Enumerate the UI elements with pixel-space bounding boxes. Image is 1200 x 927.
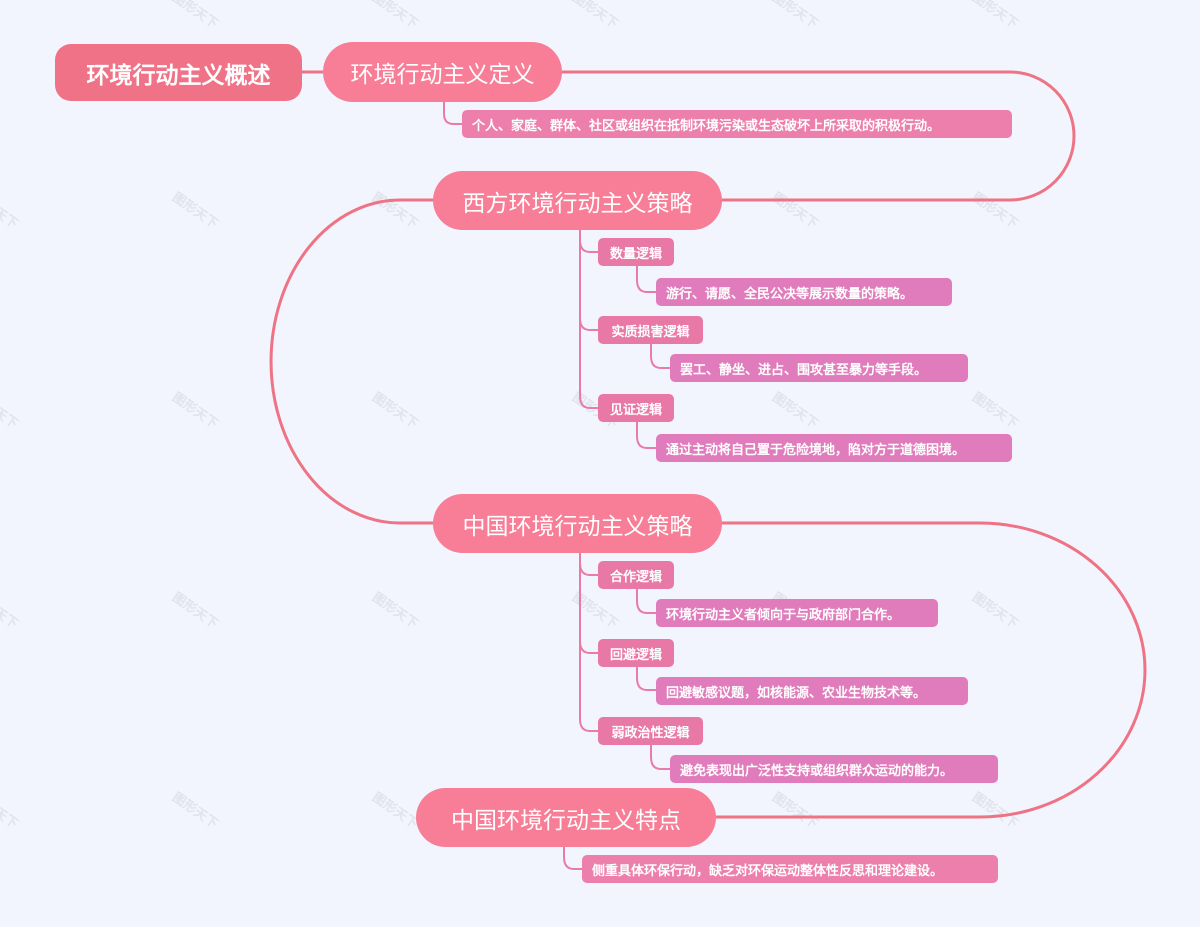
connector-sub bbox=[579, 230, 598, 331]
connector-leaf bbox=[650, 745, 670, 770]
leaf-quantity-logic[interactable]: 游行、请愿、全民公决等展示数量的策略。 bbox=[656, 278, 952, 306]
leaf-avoidance-logic[interactable]: 回避敏感议题，如核能源、农业生物技术等。 bbox=[656, 677, 968, 705]
leaf-material-damage-logic[interactable]: 罢工、静坐、进占、围攻甚至暴力等手段。 bbox=[670, 354, 968, 382]
leaf-label: 环境行动主义者倾向于与政府部门合作。 bbox=[666, 607, 901, 623]
connector-chinese-features bbox=[716, 521, 1147, 819]
connector-leaf bbox=[636, 589, 656, 614]
leaf-label: 个人、家庭、群体、社区或组织在抵制环境污染或生态破坏上所采取的积极行动。 bbox=[472, 118, 941, 134]
sub-avoidance-logic[interactable]: 回避逻辑 bbox=[598, 639, 674, 667]
sub-connectors bbox=[443, 101, 670, 870]
leaf-label: 游行、请愿、全民公决等展示数量的策略。 bbox=[666, 286, 914, 302]
connector-definition-leaf bbox=[443, 101, 462, 125]
leaf-definition[interactable]: 个人、家庭、群体、社区或组织在抵制环境污染或生态破坏上所采取的积极行动。 bbox=[462, 110, 1012, 138]
leaf-label: 回避敏感议题，如核能源、农业生物技术等。 bbox=[666, 685, 927, 701]
connector-leaf bbox=[636, 266, 656, 293]
sub-weak-political-logic[interactable]: 弱政治性逻辑 bbox=[598, 717, 703, 745]
leaf-weak-political-logic[interactable]: 避免表现出广泛性支持或组织群众运动的能力。 bbox=[670, 755, 998, 783]
leaf-witness-logic[interactable]: 通过主动将自己置于危险境地，陷对方于道德困境。 bbox=[656, 434, 1012, 462]
connector-western-chinese bbox=[269, 198, 433, 525]
sub-label: 见证逻辑 bbox=[609, 402, 662, 418]
leaf-chinese-features[interactable]: 侧重具体环保行动，缺乏对环保运动整体性反思和理论建设。 bbox=[582, 855, 998, 883]
leaf-cooperation-logic[interactable]: 环境行动主义者倾向于与政府部门合作。 bbox=[656, 599, 938, 627]
branch-label: 中国环境行动主义特点 bbox=[451, 807, 681, 834]
branch-western-strategies[interactable]: 西方环境行动主义策略 bbox=[433, 171, 722, 230]
root-label: 环境行动主义概述 bbox=[86, 61, 271, 89]
branch-label: 西方环境行动主义策略 bbox=[462, 190, 693, 217]
connector-leaf bbox=[636, 667, 656, 691]
sub-label: 合作逻辑 bbox=[609, 569, 662, 585]
sub-cooperation-logic[interactable]: 合作逻辑 bbox=[598, 561, 674, 589]
leaf-label: 通过主动将自己置于危险境地，陷对方于道德困境。 bbox=[666, 442, 966, 458]
connector-sub bbox=[579, 230, 598, 409]
connector-sub bbox=[579, 553, 598, 576]
connector-features-leaf bbox=[563, 847, 582, 870]
branch-chinese-features[interactable]: 中国环境行动主义特点 bbox=[416, 788, 716, 847]
branch-label: 中国环境行动主义策略 bbox=[462, 513, 693, 540]
sub-witness-logic[interactable]: 见证逻辑 bbox=[598, 394, 674, 422]
main-connectors bbox=[269, 70, 1147, 819]
connector-definition-western bbox=[562, 70, 1076, 202]
sub-label: 数量逻辑 bbox=[609, 246, 662, 262]
connector-sub bbox=[579, 230, 598, 253]
root-node[interactable]: 环境行动主义概述 bbox=[55, 44, 302, 101]
leaf-label: 侧重具体环保行动，缺乏对环保运动整体性反思和理论建设。 bbox=[592, 863, 944, 879]
branch-chinese-strategies[interactable]: 中国环境行动主义策略 bbox=[433, 494, 722, 553]
connector-leaf bbox=[636, 422, 656, 449]
leaf-label: 罢工、静坐、进占、围攻甚至暴力等手段。 bbox=[680, 362, 928, 378]
sub-material-damage-logic[interactable]: 实质损害逻辑 bbox=[598, 316, 703, 344]
sub-label: 回避逻辑 bbox=[609, 647, 662, 663]
leaf-label: 避免表现出广泛性支持或组织群众运动的能力。 bbox=[680, 763, 954, 779]
connector-sub bbox=[579, 553, 598, 654]
branch-label: 环境行动主义定义 bbox=[350, 62, 535, 88]
sub-quantity-logic[interactable]: 数量逻辑 bbox=[598, 238, 674, 266]
connector-leaf bbox=[650, 344, 670, 369]
branch-definition[interactable]: 环境行动主义定义 bbox=[323, 42, 562, 102]
sub-label: 弱政治性逻辑 bbox=[611, 725, 690, 741]
connector-sub bbox=[579, 553, 598, 732]
sub-label: 实质损害逻辑 bbox=[611, 324, 690, 340]
